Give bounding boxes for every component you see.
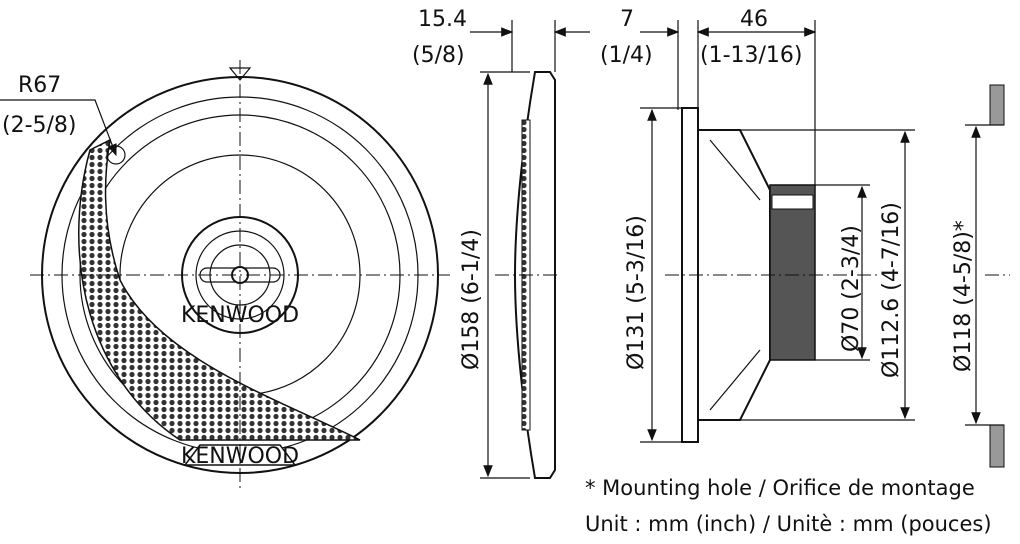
radius-mm-label: R67 [18,73,61,98]
grille-side-view: 15.4 (5/8) Ø158 (6-1/4) [412,7,590,479]
magnet [769,184,816,361]
magnet-diameter-label: Ø70 (2-3/4) [839,225,864,352]
outer-diameter-label: Ø158 (6-1/4) [459,229,484,370]
radius-in-label: (2-5/8) [2,113,77,138]
depth-mm: 46 [740,7,768,32]
frame-diameter-label: Ø131 (5-3/16) [624,215,649,370]
hole-diameter-label: Ø118 (4-5/8)* [951,220,976,372]
front-view: KENWOOD KENWOOD R67 (2-5/8) [0,60,450,490]
speaker-side-view: 7 (1/4) 46 (1-13/16) Ø131 (5-3/16) Ø70 (… [600,7,915,443]
grille-depth-mm: 15.4 [418,7,467,32]
mounting-hole-note: * Mounting hole / Orifice de montage [585,476,975,500]
mounting-hole-view: Ø118 (4-5/8)* [951,84,1010,468]
flange-in: (1/4) [600,43,653,68]
depth-in: (1-13/16) [700,43,803,68]
basket-diameter-label: Ø112.6 (4-7/16) [879,202,904,378]
grille-depth-in: (5/8) [412,43,465,68]
grille-cutaway [78,138,361,441]
flange-mm: 7 [620,7,634,32]
unit-note: Unit : mm (inch) / Unitè : mm (pouces) [585,512,992,536]
